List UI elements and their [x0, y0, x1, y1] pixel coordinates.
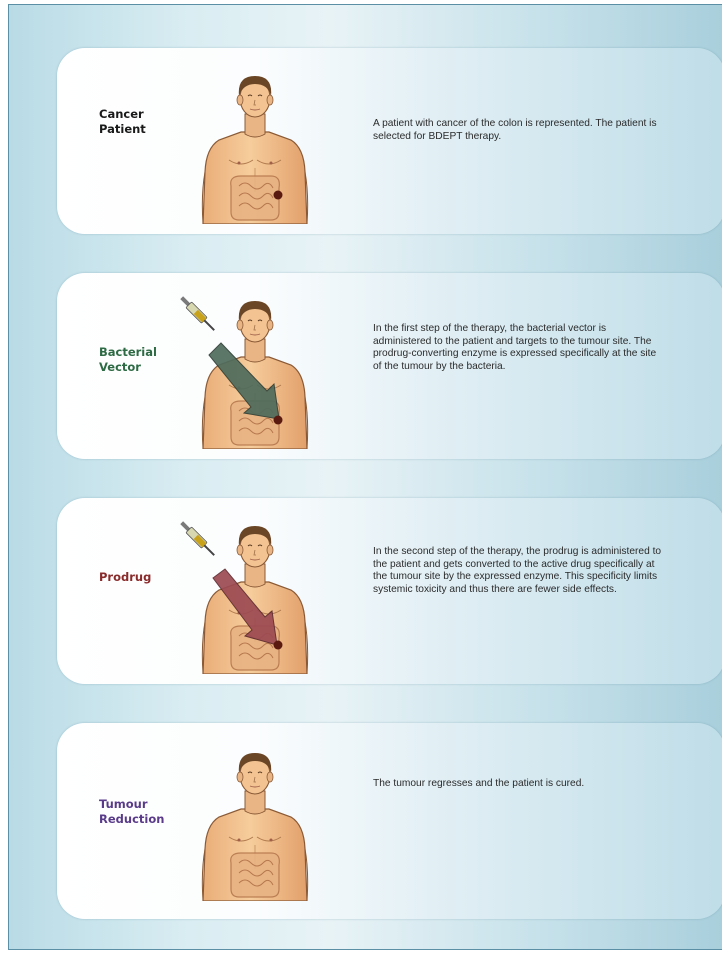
syringe-icon: [179, 295, 217, 333]
patient-illustration: [175, 514, 335, 674]
tumour-marker: [274, 416, 283, 425]
step-panel-cancer-patient: Cancer Patient A patient with cancer of …: [57, 48, 722, 234]
tumour-marker: [274, 191, 283, 200]
patient-figure: [175, 741, 335, 901]
tumour-marker: [274, 641, 283, 650]
step-panel-tumour-reduction: Tumour Reduction The tumour regresses an…: [57, 723, 722, 919]
step-description: The tumour regresses and the patient is …: [373, 778, 663, 791]
patient-figure: [175, 514, 335, 674]
step-panel-prodrug: Prodrug In the second step of the therap…: [57, 498, 722, 684]
patient-illustration: [175, 64, 335, 224]
step-description: A patient with cancer of the colon is re…: [373, 118, 663, 143]
step-description: In the first step of the therapy, the ba…: [373, 323, 663, 373]
bdept-diagram: Cancer Patient A patient with cancer of …: [8, 4, 722, 950]
patient-figure: [175, 289, 335, 449]
patient-illustration: [175, 289, 335, 449]
patient-figure: [175, 64, 335, 224]
step-description: In the second step of the therapy, the p…: [373, 546, 663, 596]
patient-illustration: [175, 741, 335, 901]
syringe-icon: [179, 520, 217, 558]
step-panel-bacterial-vector: Bacterial Vector In the first step of th…: [57, 273, 722, 459]
